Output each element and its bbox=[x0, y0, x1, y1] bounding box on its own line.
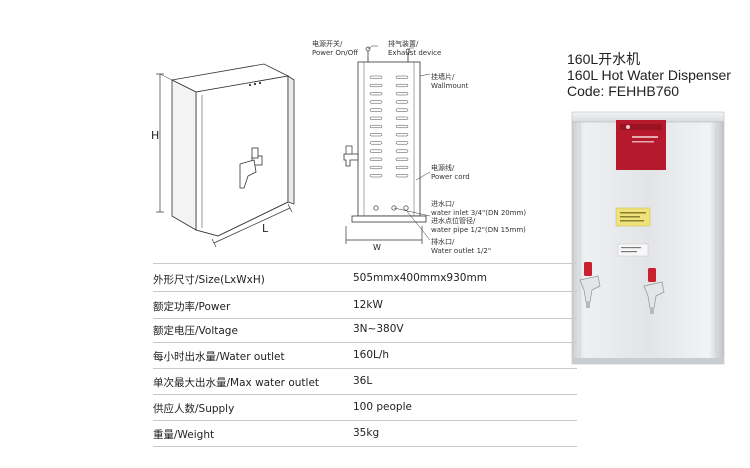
callout-wallmount-en: Wallmount bbox=[431, 81, 469, 90]
vent-slot bbox=[369, 157, 383, 161]
callout-power-cord: 电源线/ Power cord bbox=[431, 164, 470, 181]
callout-exhaust-cn: 排气装置/ bbox=[388, 40, 419, 48]
callout-outlet-en: Water outlet 1/2" bbox=[431, 246, 492, 255]
product-code: Code: FEHHB760 bbox=[567, 83, 680, 99]
width-dimension-label: W bbox=[373, 243, 381, 252]
callout-wallmount-cn: 挂墙片/ bbox=[431, 73, 455, 81]
vent-slot bbox=[369, 83, 383, 88]
vent-slot bbox=[395, 100, 409, 104]
spec-divider bbox=[153, 291, 577, 292]
vent-slot bbox=[369, 141, 383, 145]
vent-slot bbox=[395, 165, 409, 170]
vent-slot bbox=[395, 116, 409, 120]
spec-size-label: 外形尺寸/Size(LxWxH) bbox=[153, 274, 265, 286]
vent-slot bbox=[395, 133, 409, 137]
callout-exhaust: 排气装置/ Exhaust device bbox=[388, 40, 441, 57]
vent-slot bbox=[369, 165, 383, 170]
callout-wallmount: 挂墙片/ Wallmount bbox=[431, 73, 468, 90]
callout-exhaust-en: Exhaust device bbox=[388, 48, 442, 57]
spec-divider bbox=[153, 368, 577, 369]
spec-supply-label: 供应人数/Supply bbox=[153, 403, 235, 415]
callout-outlet-cn: 排水口/ bbox=[431, 238, 455, 246]
vent-slot bbox=[369, 75, 383, 79]
vent-slot bbox=[395, 75, 409, 79]
spec-water-outlet-label: 每小时出水量/Water outlet bbox=[153, 351, 285, 363]
spec-bottom-divider bbox=[153, 446, 577, 447]
vent-slot bbox=[395, 83, 409, 88]
vent-slot bbox=[369, 149, 383, 153]
vent-slot bbox=[395, 174, 409, 178]
vent-slot bbox=[395, 108, 409, 112]
vent-slot bbox=[369, 133, 383, 137]
vent-slot bbox=[369, 100, 383, 104]
spec-table: 外形尺寸/Size(LxWxH) 505mmx400mmx930mm 额定功率/… bbox=[153, 263, 583, 453]
callout-inlet-cn1: 进水口/ bbox=[431, 200, 455, 208]
spec-divider bbox=[153, 394, 577, 395]
spec-size-value: 505mmx400mmx930mm bbox=[353, 272, 487, 284]
spec-divider bbox=[153, 420, 577, 421]
callout-power-cn: 电源开关/ bbox=[312, 40, 343, 48]
vent-slot bbox=[395, 149, 409, 153]
callout-power-en: Power On/Off bbox=[312, 48, 359, 57]
spec-voltage-label: 额定电压/Voltage bbox=[153, 325, 238, 337]
spec-power-label: 额定功率/Power bbox=[153, 301, 231, 313]
front-technical-drawing bbox=[343, 45, 430, 244]
spec-weight-value: 35kg bbox=[353, 427, 380, 439]
callout-water-outlet: 排水口/ Water outlet 1/2" bbox=[431, 238, 491, 255]
product-title-block: 160L开水机 160L Hot Water Dispenser Code: F… bbox=[567, 51, 731, 99]
spec-max-outlet-label: 单次最大出水量/Max water outlet bbox=[153, 377, 320, 389]
length-dimension-label: L bbox=[262, 222, 269, 235]
vent-slot bbox=[395, 124, 409, 129]
spec-divider bbox=[153, 318, 577, 319]
vent-slot bbox=[395, 141, 409, 145]
spec-voltage-value: 3N~380V bbox=[353, 323, 404, 335]
product-photo bbox=[571, 111, 725, 365]
vent-slot bbox=[369, 124, 383, 129]
callout-inlet-en2: water pipe 1/2"(DN 15mm) bbox=[431, 225, 526, 234]
vent-slot bbox=[369, 108, 383, 112]
vent-slot bbox=[395, 92, 409, 96]
spec-power-value: 12kW bbox=[353, 299, 383, 311]
callout-inlet-cn2: 进水点位管径/ bbox=[431, 217, 476, 225]
product-title-en: 160L Hot Water Dispenser bbox=[567, 67, 731, 83]
spec-max-outlet-value: 36L bbox=[353, 375, 373, 387]
spec-weight-label: 重量/Weight bbox=[153, 429, 215, 441]
callout-water-inlet: 进水口/ water inlet 3/4"(DN 20mm) 进水点位管径/ w… bbox=[431, 200, 526, 234]
cabinet-perspective-drawing bbox=[156, 63, 295, 248]
vent-slot bbox=[369, 174, 383, 178]
vent-slot bbox=[369, 92, 383, 96]
vent-slot bbox=[395, 157, 409, 161]
spec-supply-value: 100 people bbox=[353, 401, 412, 413]
height-dimension-label: H bbox=[151, 129, 160, 142]
callout-power: 电源开关/ Power On/Off bbox=[312, 40, 358, 57]
spec-top-divider bbox=[153, 263, 577, 264]
product-title-cn: 160L开水机 bbox=[567, 51, 641, 67]
callout-power-cord-en: Power cord bbox=[431, 172, 470, 181]
callout-inlet-en1: water inlet 3/4"(DN 20mm) bbox=[431, 208, 527, 217]
callout-power-cord-cn: 电源线/ bbox=[431, 164, 455, 172]
vent-slot bbox=[369, 116, 383, 120]
spec-divider bbox=[153, 342, 577, 343]
spec-water-outlet-value: 160L/h bbox=[353, 349, 390, 361]
